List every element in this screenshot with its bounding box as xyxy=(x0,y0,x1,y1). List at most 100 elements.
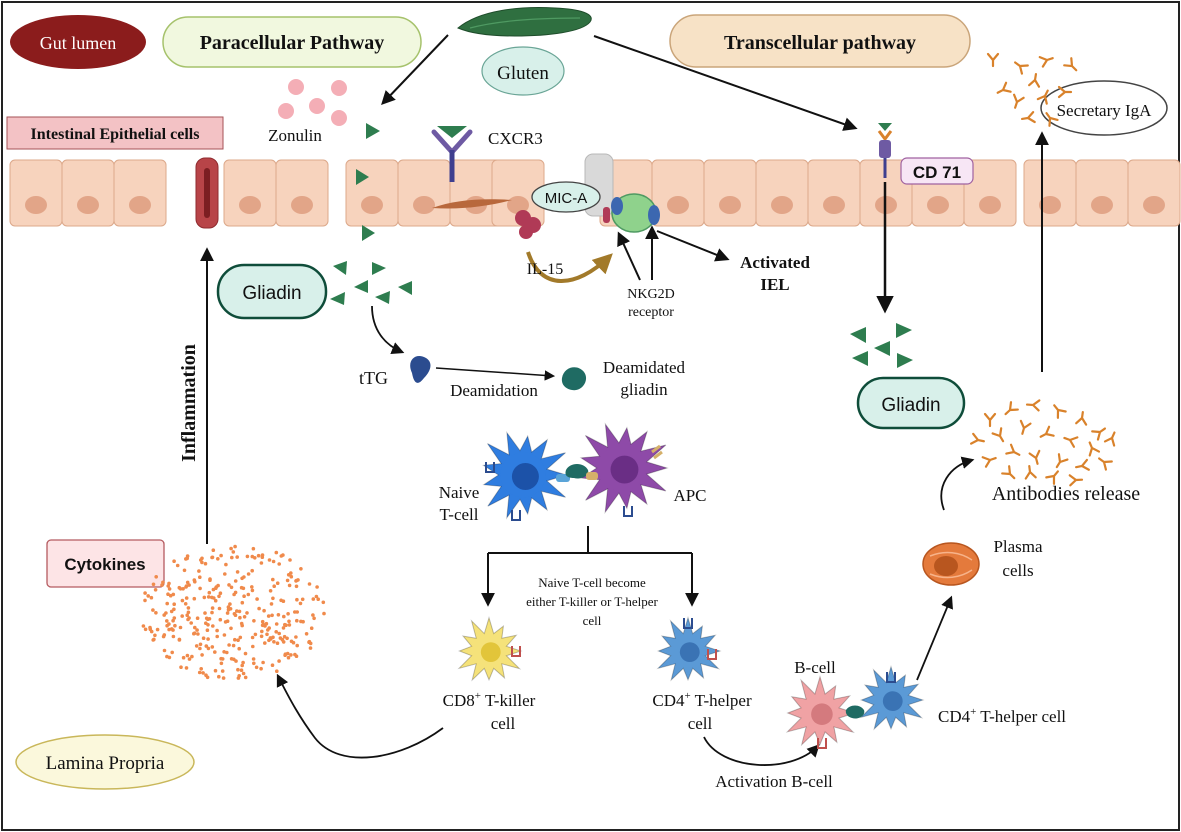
cytokine-particle xyxy=(211,587,216,592)
cytokine-particle xyxy=(233,637,237,642)
cytokine-particle xyxy=(195,616,200,620)
cytokine-particle xyxy=(180,598,185,603)
paracellular-gliadin-triangles xyxy=(356,123,380,241)
antibody-icon xyxy=(1004,401,1019,416)
cytokine-particle xyxy=(210,610,214,615)
cytokine-particle xyxy=(211,624,215,628)
cytokine-particle xyxy=(285,578,290,583)
mic-a-badge xyxy=(531,181,601,213)
antibody-icon xyxy=(1075,458,1090,471)
epithelial-cell-nucleus xyxy=(25,196,47,214)
cytokine-particle xyxy=(154,575,158,579)
epithelial-cell-nucleus xyxy=(719,196,741,214)
epithelial-cell-nucleus xyxy=(129,196,151,214)
plasma-cell-icon xyxy=(922,542,980,586)
cytokine-particle xyxy=(253,632,258,637)
nkg2d-arrow-1 xyxy=(617,231,641,281)
cd4-sup: + xyxy=(685,690,691,702)
cytokine-particle xyxy=(275,581,280,585)
epithelial-cell xyxy=(275,159,329,227)
antibody-arms xyxy=(1088,441,1101,457)
cd4-t-helper-right-cell-icon xyxy=(859,665,925,731)
cytokine-particle xyxy=(276,613,281,617)
cytokine-particle xyxy=(293,652,297,657)
antibody-arms xyxy=(1036,89,1049,105)
cytokine-particle xyxy=(295,597,299,602)
antibody-icon xyxy=(1053,404,1067,419)
antibody-icon xyxy=(1036,89,1049,105)
cd71-receptor-icon xyxy=(877,123,893,178)
cytokine-particle xyxy=(213,668,218,673)
gliadin-right-label: Gliadin xyxy=(881,395,940,416)
il15-label: IL-15 xyxy=(527,261,563,278)
cytokine-particle xyxy=(241,671,246,676)
cytokine-particle xyxy=(233,579,238,583)
epithelial-cell xyxy=(345,159,399,227)
cytokine-particle xyxy=(182,568,187,573)
cytokine-particle xyxy=(187,583,191,587)
antibody-icon xyxy=(1075,410,1088,426)
internalized-gliadin-fiber xyxy=(432,199,512,209)
lamina-propria-badge xyxy=(15,734,195,790)
deamidated-label-line1: Deamidated xyxy=(603,358,686,377)
antibody-icon xyxy=(1028,72,1041,88)
cd4-right-label: CD4+ T-helper cell xyxy=(938,706,1066,726)
cytokine-particle xyxy=(295,643,300,648)
cytokine-particle xyxy=(186,610,191,615)
arrow-gluten-to-transcellular xyxy=(593,35,858,131)
cytokine-particle xyxy=(220,657,225,661)
cytokine-particle xyxy=(151,608,155,612)
antibody-arms xyxy=(1005,443,1021,456)
cytokine-particle xyxy=(229,585,234,590)
cytokine-particle xyxy=(241,586,246,591)
cytokine-particle xyxy=(239,668,244,672)
cytokine-particle xyxy=(259,634,264,639)
antibody-arms xyxy=(1012,93,1025,109)
cytokine-particle xyxy=(172,559,176,563)
antibody-icon xyxy=(1045,470,1059,485)
cytokine-particle xyxy=(240,600,245,605)
cd4-right-base: CD4 xyxy=(938,707,971,726)
epithelial-label-box xyxy=(6,116,224,150)
cytokine-particle xyxy=(167,655,172,660)
cytokine-particle xyxy=(287,619,291,624)
apc-receptor xyxy=(623,506,633,517)
antibody-icon xyxy=(986,52,1000,68)
cytokine-particle xyxy=(210,606,215,610)
cytokine-particle xyxy=(198,646,202,651)
cytokine-particle xyxy=(205,628,210,632)
arrow-deamidation xyxy=(435,367,556,381)
antibody-arms xyxy=(1019,419,1032,435)
cytokine-particle xyxy=(223,572,227,576)
antibody-icon xyxy=(1028,449,1041,465)
cytokine-particle xyxy=(143,598,147,603)
mic-a-label: MIC-A xyxy=(545,190,588,207)
cytokine-particle xyxy=(274,622,279,626)
ttg-enzyme-icon xyxy=(410,355,431,383)
cytokine-particle xyxy=(268,636,273,640)
cytokine-particle xyxy=(217,594,221,599)
cd4-rest: T-helper xyxy=(691,691,752,710)
cytokine-particle xyxy=(184,585,188,589)
gluten-leaf-icon xyxy=(457,7,592,37)
cytokine-particle xyxy=(257,606,261,611)
il15-arrow xyxy=(526,251,613,283)
cytokine-particle xyxy=(235,570,240,574)
lamina-propria-label: Lamina Propria xyxy=(46,753,165,774)
cytokine-particle xyxy=(202,595,207,600)
cd4-receptor xyxy=(707,649,717,660)
antibodies-release-label: Antibodies release xyxy=(992,483,1140,505)
cytokine-particle xyxy=(233,613,238,617)
antibody-arms xyxy=(1020,111,1036,124)
cytokine-particle xyxy=(243,675,248,680)
cytokine-particle xyxy=(256,553,261,558)
epithelial-cell-nucleus xyxy=(979,196,1001,214)
deamidation-label: Deamidation xyxy=(450,381,538,400)
cytokine-particle xyxy=(229,626,233,631)
epithelial-cell-body xyxy=(61,159,115,227)
cytokine-particle xyxy=(263,641,267,645)
antibody-icon xyxy=(1063,57,1078,72)
antibody-icon xyxy=(1038,55,1054,68)
gliadin-left-label: Gliadin xyxy=(242,283,301,304)
cytokine-particle xyxy=(198,575,202,579)
